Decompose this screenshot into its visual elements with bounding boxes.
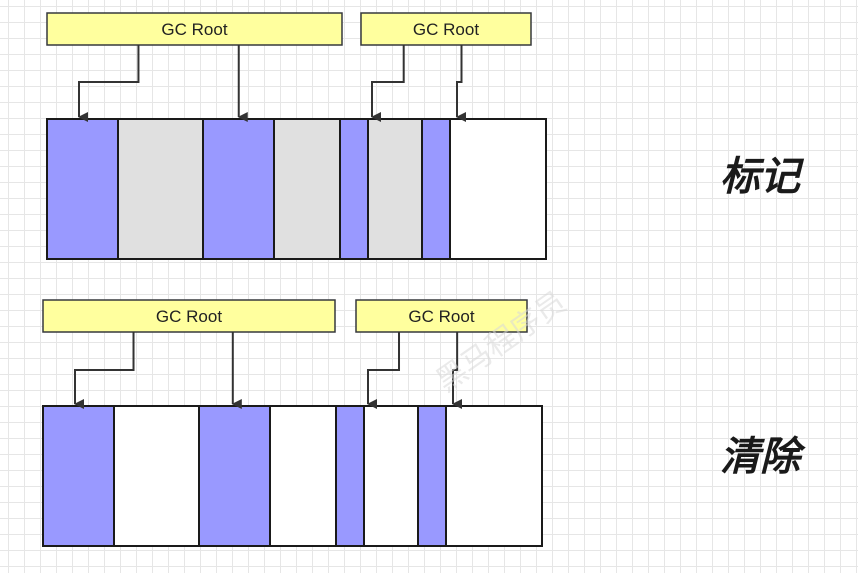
gc-root-box: [360, 12, 532, 46]
panel-2: GC Root GC Root 清除: [42, 299, 806, 547]
memory-block-live: [421, 118, 451, 260]
memory-block-live: [202, 118, 275, 260]
memory-block-free: [113, 405, 200, 547]
gc-root-label: GC Root: [413, 20, 479, 39]
memory-block-live: [417, 405, 447, 547]
reference-arrow: [367, 332, 401, 409]
reference-arrow: [456, 45, 466, 122]
panel-1: GC Root GC Root 标记: [46, 12, 805, 260]
memory-block-free: [363, 405, 419, 547]
gc-root-label: GC Root: [156, 307, 222, 326]
memory-block-garbage: [117, 118, 204, 260]
memory-block-live: [339, 118, 369, 260]
gc-root-label: GC Root: [161, 20, 227, 39]
gc-root: GC Root: [42, 299, 336, 409]
reference-arrow: [371, 45, 405, 122]
memory-strip-border: [46, 118, 547, 260]
reference-arrow: [74, 332, 135, 409]
memory-block-live: [198, 405, 271, 547]
memory-block-free: [445, 405, 543, 547]
reference-arrow: [452, 332, 462, 409]
gc-root-box: [42, 299, 336, 333]
gc-root-box: [355, 299, 528, 333]
gc-root-box: [46, 12, 343, 46]
memory-block-garbage: [273, 118, 341, 260]
memory-block-live: [42, 405, 115, 547]
reference-arrow: [78, 45, 140, 122]
stage-label: 标记: [720, 154, 805, 200]
memory-block-free: [269, 405, 337, 547]
memory-block-free: [449, 118, 547, 260]
memory-block-live: [46, 118, 119, 260]
gc-root: GC Root: [360, 12, 532, 122]
gc-root-label: GC Root: [408, 307, 474, 326]
gc-root: GC Root: [46, 12, 343, 122]
memory-strip-border: [42, 405, 543, 547]
stage-label: 清除: [720, 434, 806, 480]
memory-block-live: [335, 405, 365, 547]
gc-root: GC Root: [355, 299, 528, 409]
memory-block-garbage: [367, 118, 423, 260]
